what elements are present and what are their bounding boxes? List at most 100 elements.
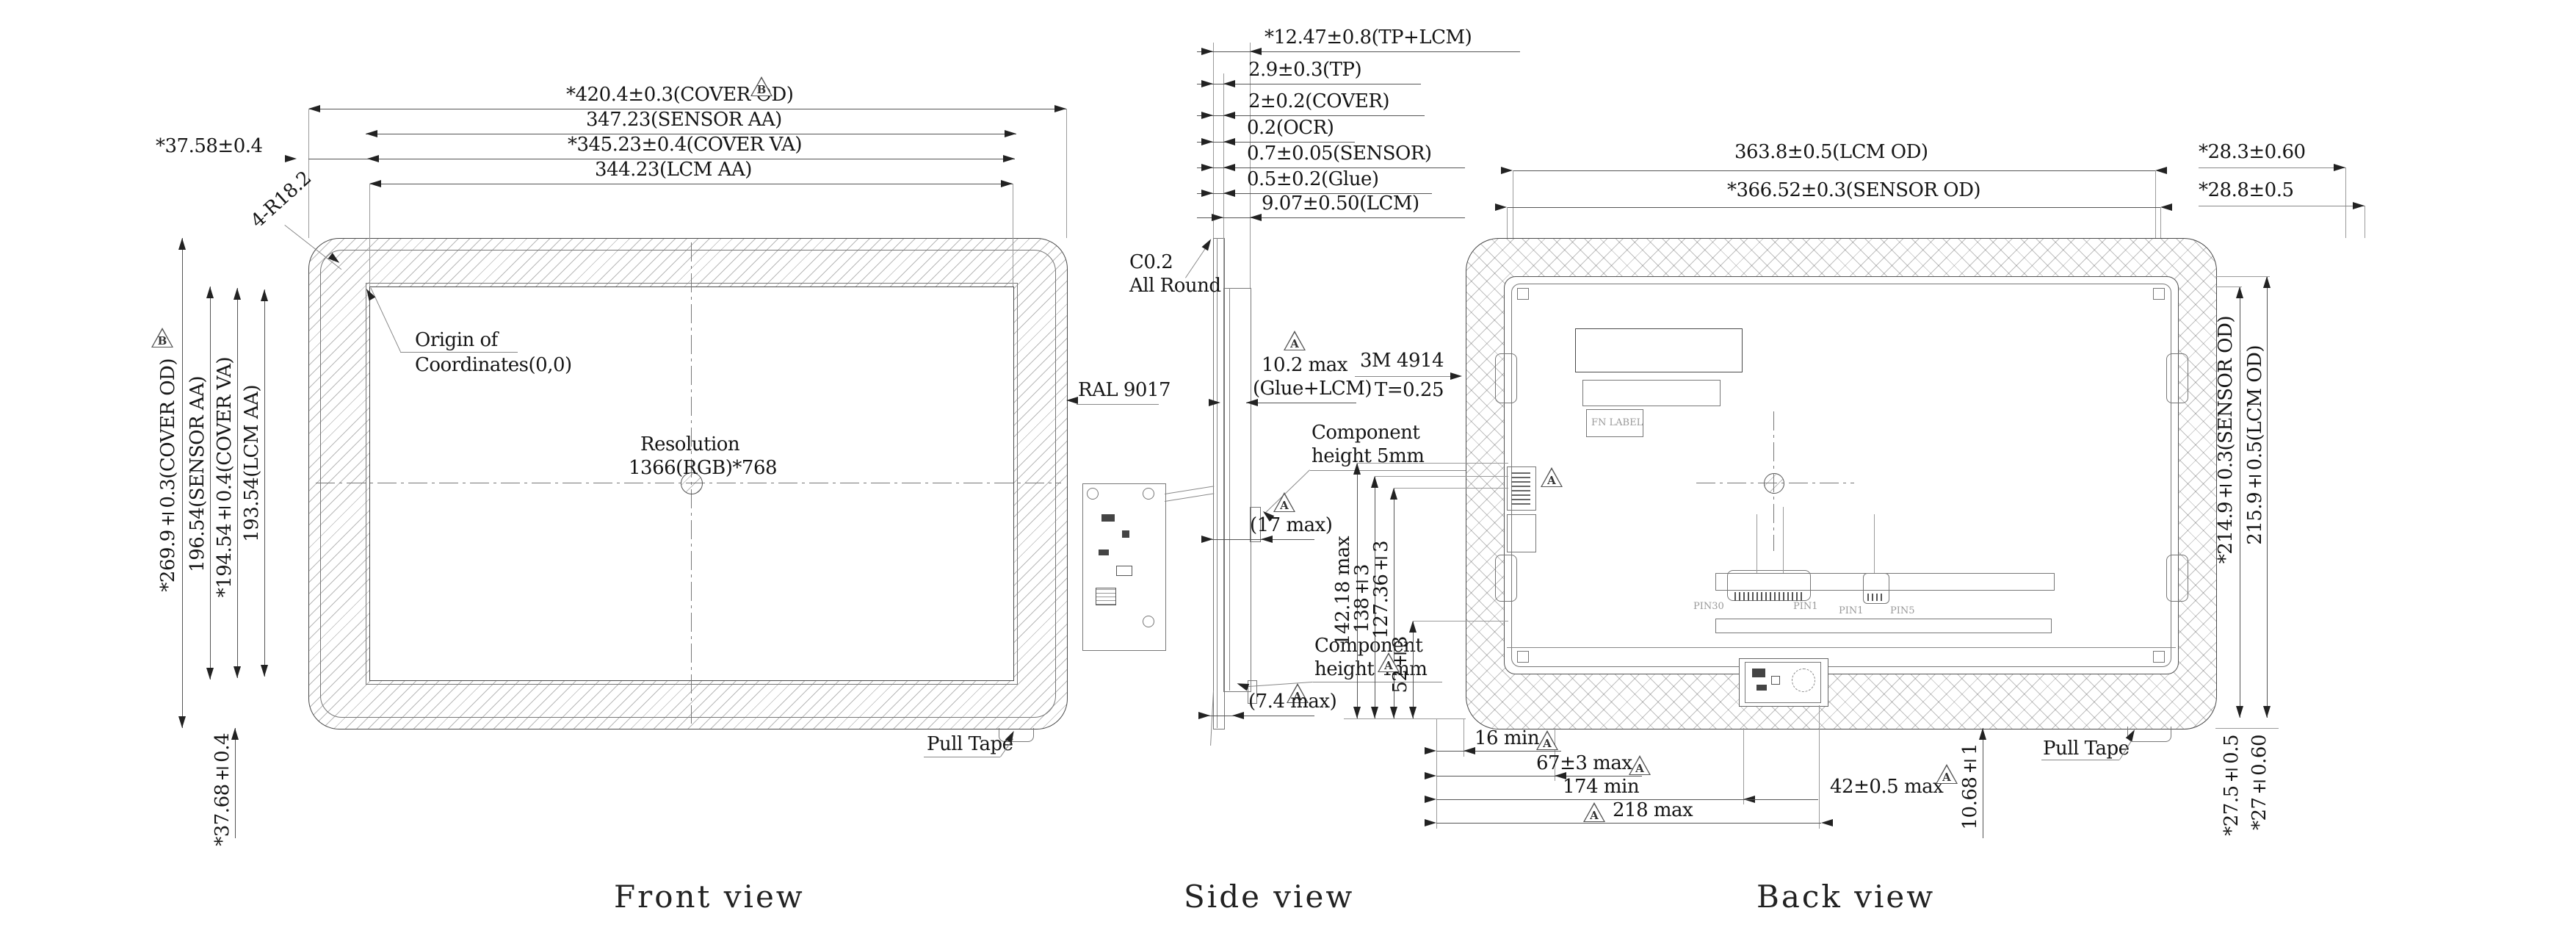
front-center-mark [681, 472, 703, 494]
extension-line [1223, 73, 1224, 288]
ral-color-label: RAL 9017 [1078, 379, 1171, 401]
arrow [1201, 536, 1213, 543]
extension-line [308, 109, 309, 238]
stack-dim-tp: 2.9±0.3(TP) [1248, 59, 1362, 81]
extension-line [2345, 167, 2346, 238]
pin30-label: PIN30 [1693, 601, 1724, 612]
arrow [1425, 819, 1436, 826]
fn-label-text: FN LABEL [1591, 417, 1643, 428]
extension-line [1344, 718, 1466, 719]
arrow [1001, 180, 1013, 187]
glue-gap-value: 10.2 max [1262, 354, 1347, 376]
dim-left-offset: *37.58±0.4 [156, 135, 263, 157]
extension-line [2215, 276, 2270, 277]
arrow [1198, 712, 1210, 719]
arrow [206, 287, 214, 298]
stack-dim-sensor: 0.7±0.05(SENSOR) [1247, 143, 1432, 165]
dim-line [210, 287, 211, 680]
origin-label-line2: Coordinates(0,0) [415, 354, 572, 376]
arrow [1555, 772, 1566, 779]
dim-line [1436, 799, 1745, 800]
corner-boss [1517, 288, 1529, 300]
arrow [1261, 536, 1273, 543]
dim-line [1413, 621, 1414, 718]
comp4-note-line1: Component [1314, 635, 1423, 657]
fpc-line [1165, 486, 1215, 494]
pcb-hole [1143, 488, 1154, 500]
bottom-pcb [1745, 662, 1821, 703]
stack-dim-tp-lcm: *12.47±0.8(TP+LCM) [1265, 26, 1472, 48]
arrow [1371, 476, 1378, 488]
stack-dim-glue: 0.5±0.2(Glue) [1247, 168, 1379, 190]
arrow [1390, 488, 1397, 500]
arrow [1464, 747, 1475, 754]
arrow [2353, 202, 2365, 209]
arrow [1212, 214, 1223, 221]
tape-note-line1: 3M 4914 [1360, 350, 1444, 372]
dim-cover-va-width: *345.23±0.4(COVER VA) [568, 134, 803, 156]
arrow [206, 668, 214, 680]
left-connector-2 [1507, 514, 1536, 552]
dim-cover-va-height: *194.54±0.4(COVER VA) [214, 357, 236, 598]
dim-line [235, 728, 236, 838]
back-center-line-v [1773, 411, 1774, 551]
arrow [1223, 190, 1235, 197]
side-glass-inner-line [1217, 238, 1218, 728]
dim-28-8: *28.8±0.5 [2199, 179, 2294, 201]
arrow [231, 728, 239, 740]
dim-27: *27±0.60 [2248, 735, 2271, 830]
dim-line [237, 288, 238, 678]
arrow [2334, 164, 2345, 171]
extension-line [1394, 488, 1508, 489]
pin1-label: PIN1 [1793, 601, 1818, 612]
side-lcm-block [1223, 288, 1251, 692]
arrow [1353, 707, 1361, 718]
arrow [1495, 203, 1507, 211]
stack-dim-cover: 2±0.2(COVER) [1248, 90, 1390, 112]
arrow [1066, 397, 1078, 404]
extension-line [1250, 43, 1251, 288]
arrow [1223, 138, 1235, 145]
dim-16-min: 16 min [1475, 727, 1540, 749]
dim-28-3: *28.3±0.60 [2199, 141, 2306, 163]
arrow [178, 716, 186, 728]
chamfer-note-line2: All Round [1129, 275, 1221, 297]
resolution-label-line1: Resolution [640, 433, 740, 455]
comp5-note-line2: height 5mm [1311, 445, 1425, 467]
connector-5pin-pins [1867, 594, 1884, 601]
dim-line [1357, 463, 1358, 718]
extension-line [1819, 705, 1820, 829]
arrow [261, 289, 268, 301]
dim-line [1436, 751, 1561, 752]
origin-leader-underline [400, 352, 518, 353]
arrow [366, 130, 377, 137]
back-inner-area [1504, 276, 2179, 674]
dim-218-max: 218 max [1613, 799, 1693, 821]
arrow [1201, 48, 1213, 55]
arrow [178, 238, 186, 250]
origin-label-line1: Origin of [415, 329, 498, 351]
pcb-component [1756, 685, 1767, 691]
side-latch [2166, 353, 2188, 403]
dim-10-68: 10.68±1 [1959, 743, 1981, 830]
arrow [1201, 164, 1213, 171]
flag-b: B [750, 76, 773, 96]
arrow [1005, 130, 1016, 137]
tape-note-line2: T=0.25 [1375, 379, 1444, 401]
dim-17-max: (17 max) [1250, 514, 1333, 536]
pull-tape-tab [999, 728, 1034, 742]
comp4-note-line2: height 4mm [1314, 658, 1428, 680]
pin5-label: PIN5 [1890, 605, 1915, 616]
extension-line [2160, 207, 2161, 238]
back-view-title: Back view [1756, 879, 1936, 915]
dim-174-min: 174 min [1563, 776, 1640, 798]
dim-line [1197, 51, 1520, 52]
arrow [1425, 747, 1436, 754]
dim-lcm-od-width: 363.8±0.5(LCM OD) [1734, 141, 1928, 163]
flag-a: A [1273, 492, 1295, 512]
chamfer-note-line1: C0.2 [1129, 251, 1173, 273]
arrow [1390, 707, 1397, 718]
back-center-mark [1764, 473, 1784, 494]
dim-bottom-offset: *37.68±0.4 [211, 733, 234, 846]
dim-27-5: *27.5±0.5 [2221, 735, 2243, 836]
